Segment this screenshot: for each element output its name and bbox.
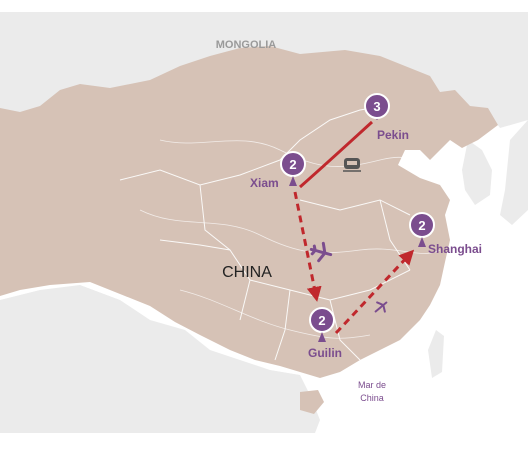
city-label-xiam: Xiam (250, 176, 279, 190)
city-label-guilin: Guilin (308, 346, 342, 360)
plane-icon-2 (374, 301, 388, 313)
country-label-china: CHINA (222, 264, 272, 281)
sea-label-line2: China (360, 393, 384, 403)
route-flight-xiam-guilin (293, 191, 322, 302)
marker-guilin[interactable]: 2 (309, 307, 335, 333)
marker-pekin[interactable]: 3 (364, 93, 390, 120)
marker-xiam-count: 2 (289, 157, 296, 172)
marker-guilin-count: 2 (318, 313, 325, 328)
marker-shanghai[interactable]: 2 (409, 212, 435, 238)
marker-pekin-count: 3 (373, 99, 380, 114)
marker-shanghai-count: 2 (418, 218, 425, 233)
korea (462, 140, 492, 205)
train-icon (343, 158, 361, 172)
japan (500, 120, 528, 225)
neighbour-land-south (0, 285, 320, 433)
route-flight-guilin-shanghai (334, 249, 415, 335)
country-label-mongolia: MONGOLIA (216, 39, 277, 51)
city-label-shanghai: Shanghai (428, 242, 482, 256)
sea-label-line1: Mar de (358, 380, 386, 390)
neighbour-land (0, 12, 528, 128)
plane-icon (309, 241, 333, 263)
route-train-pekin-xiam (299, 120, 374, 189)
city-label-pekin: Pekin (377, 128, 409, 142)
marker-xiam[interactable]: 2 (280, 151, 306, 177)
hainan (300, 390, 324, 414)
province-borders (119, 104, 411, 361)
taiwan (428, 330, 444, 378)
